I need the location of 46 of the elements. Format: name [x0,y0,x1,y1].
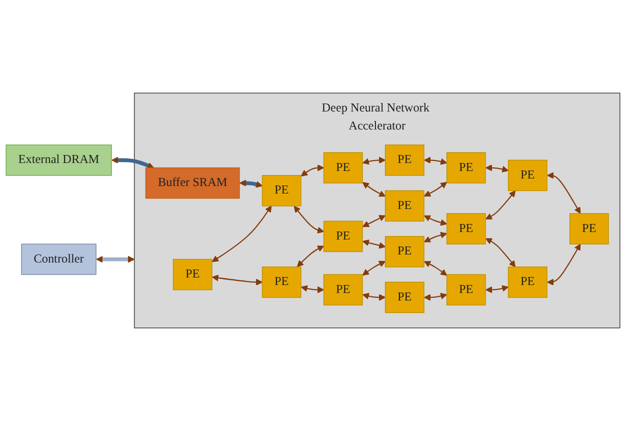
node-box: PE [323,152,363,184]
arrow [546,244,581,286]
node-box: PE [262,175,302,206]
node-box: PE [569,213,609,244]
arrow [362,260,386,276]
node-box: PE [446,213,486,244]
node-box: PE [384,236,424,268]
arrow [362,156,386,165]
arrow [294,206,324,234]
arrow [296,246,324,267]
arrow [212,206,272,262]
node-box: PE [172,258,212,290]
arrow [362,215,386,228]
arrow [424,232,448,242]
node-box: PE [384,282,424,314]
node-box: External DRAM [6,144,112,176]
node-box: PE [323,274,363,306]
node-box: PE [323,220,363,252]
node-box: PE [384,190,424,222]
arrow [485,164,509,172]
arrow [424,215,448,226]
arrow [300,285,324,294]
node-box: Controller [21,244,96,275]
arrow [300,164,324,176]
node-box: Buffer SRAM [145,167,240,199]
arrow [485,238,516,268]
arrow [96,256,135,263]
node-box: PE [508,160,548,192]
arrow [362,182,386,197]
arrow [546,172,581,214]
arrow [424,156,448,165]
arrow [485,190,516,220]
arrow [111,156,154,169]
arrow [362,239,386,249]
arrow [362,292,386,301]
arrow [424,261,448,276]
node-box: PE [508,266,548,298]
node-box: PE [262,266,302,298]
node-box: PE [446,274,486,306]
arrow [424,292,448,301]
node-box: PE [446,152,486,184]
arrow [485,285,509,294]
arrow [212,274,263,286]
arrow [239,180,263,188]
node-box: PE [384,144,424,176]
arrow [424,182,448,197]
